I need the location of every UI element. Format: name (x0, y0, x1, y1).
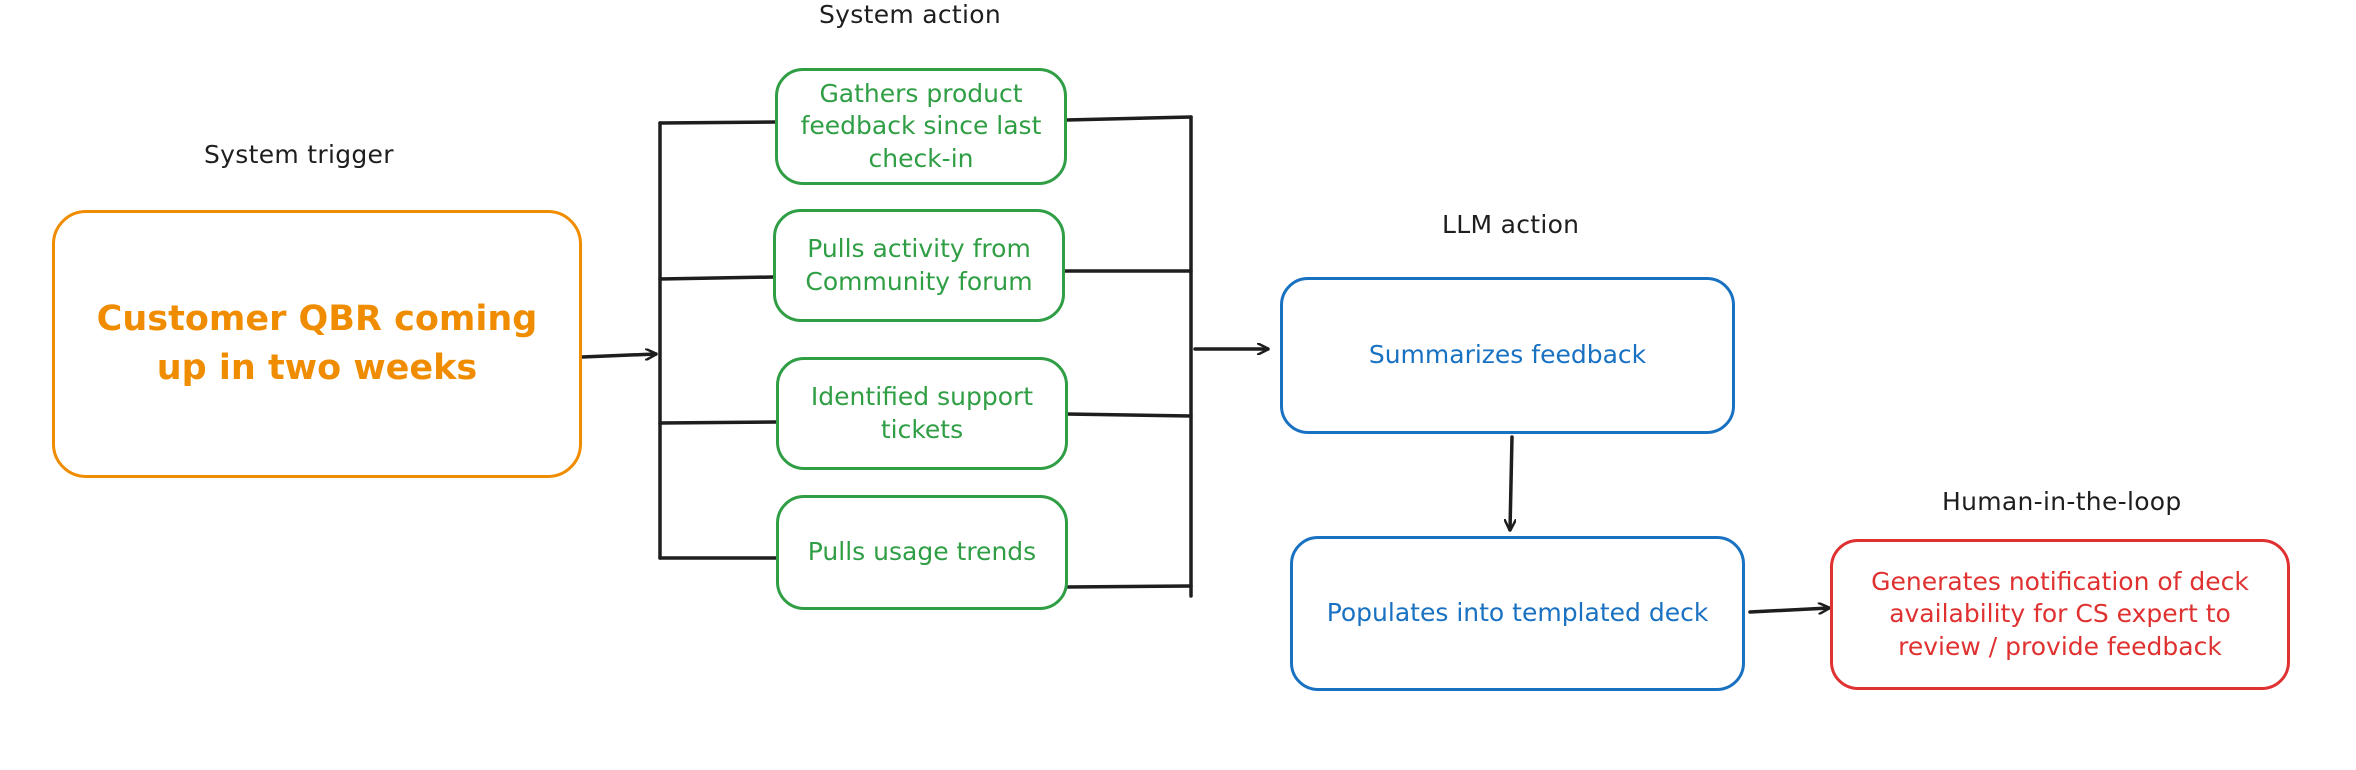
node-support-tickets-text: Identified support tickets (810, 382, 1034, 444)
connector-summarize-to-populate (1510, 435, 1512, 532)
node-populate-deck-text: Populates into templated deck (1326, 598, 1709, 628)
branch-left-tickets (658, 420, 778, 425)
branch-right-gather (1064, 115, 1193, 122)
node-trigger-text: Customer QBR coming up in two weeks (96, 299, 538, 388)
node-usage-trends: Pulls usage trends (776, 495, 1068, 610)
node-usage-trends-text: Pulls usage trends (807, 537, 1037, 567)
connector-trigger-to-actions (580, 354, 658, 357)
connector-populate-to-notify (1748, 608, 1831, 612)
label-human-in-the-loop: Human-in-the-loop (1942, 487, 2182, 516)
node-gather-feedback-text: Gathers product feedback since last chec… (800, 78, 1042, 173)
node-support-tickets: Identified support tickets (776, 357, 1068, 470)
node-summarize-feedback-text: Summarizes feedback (1368, 340, 1647, 370)
branch-right-usage (1064, 584, 1193, 589)
node-notify-expert-text: Generates notification of deck availabil… (1871, 566, 2249, 661)
node-notify-expert: Generates notification of deck availabil… (1830, 539, 2290, 690)
node-trigger: Customer QBR coming up in two weeks (52, 210, 582, 478)
branch-left-gather (658, 120, 778, 125)
label-system-action: System action (819, 0, 1002, 29)
node-pull-activity: Pulls activity from Community forum (773, 209, 1065, 322)
node-pull-activity-text: Pulls activity from Community forum (805, 234, 1033, 296)
node-populate-deck: Populates into templated deck (1290, 536, 1745, 691)
label-system-trigger: System trigger (204, 140, 394, 169)
label-llm-action: LLM action (1442, 210, 1580, 239)
branch-right-tickets (1064, 412, 1193, 418)
branch-left-activity (658, 275, 775, 281)
node-summarize-feedback: Summarizes feedback (1280, 277, 1735, 434)
node-gather-feedback: Gathers product feedback since last chec… (775, 68, 1067, 185)
